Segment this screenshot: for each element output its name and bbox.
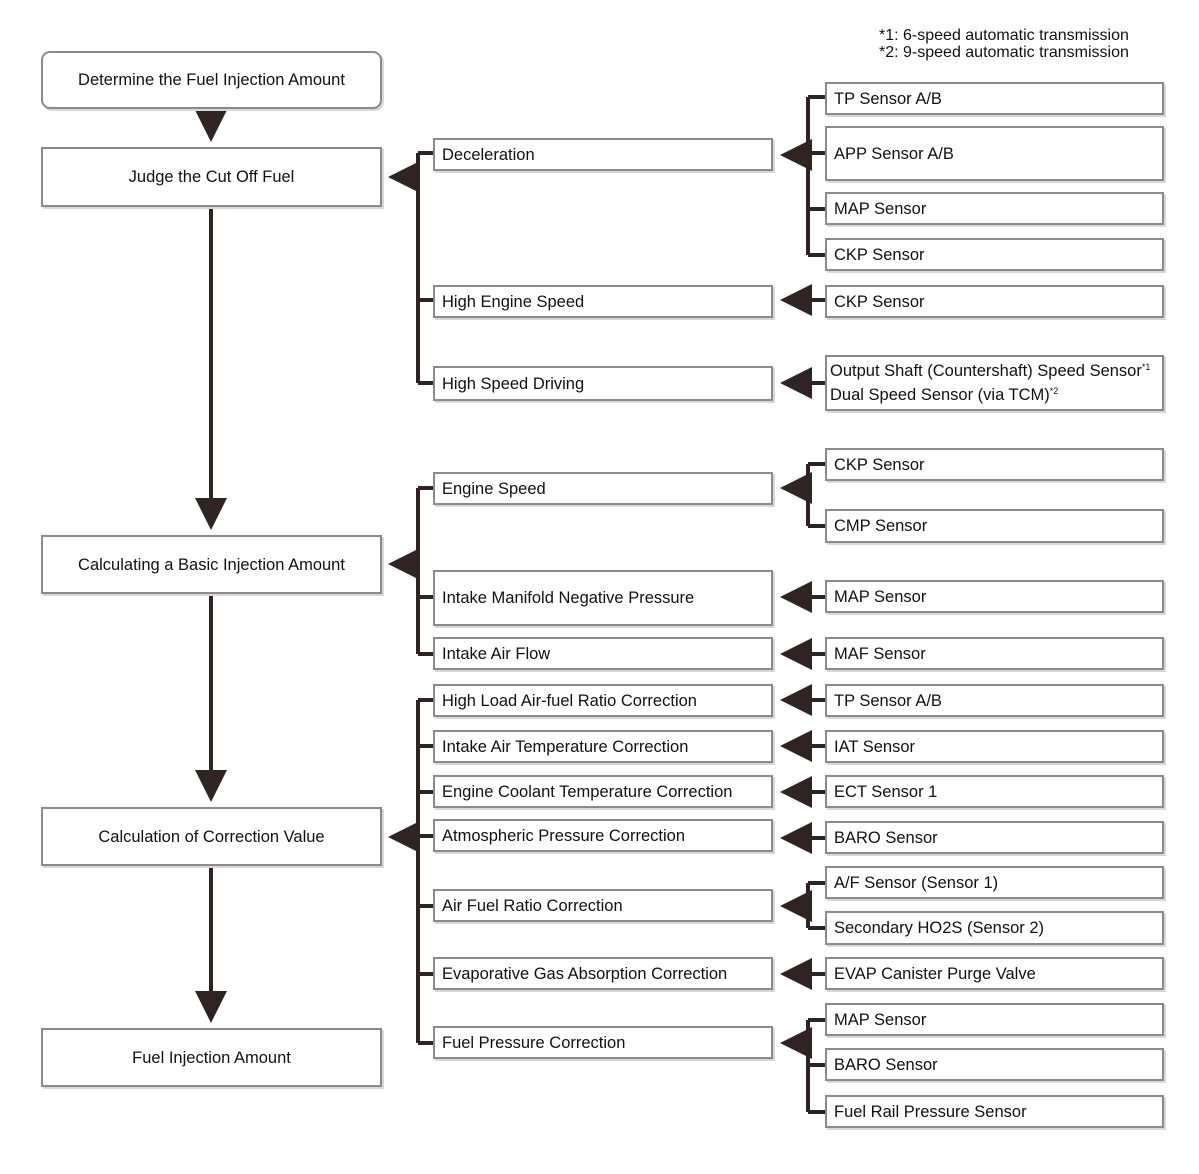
condition-engine-speed: Engine Speed: [433, 472, 773, 505]
sensor-secondary-ho2s: Secondary HO2S (Sensor 2): [825, 911, 1164, 945]
sensor-maf: MAF Sensor: [825, 637, 1164, 670]
condition-high-engine-speed: High Engine Speed: [433, 285, 773, 318]
sensor-manifold-map: MAP Sensor: [825, 580, 1164, 613]
condition-evaporative-gas: Evaporative Gas Absorption Correction: [433, 957, 773, 990]
step-judge-cut-off: Judge the Cut Off Fuel: [41, 147, 382, 207]
sensor-evap-purge-valve: EVAP Canister Purge Valve: [825, 957, 1164, 990]
sensor-engine-speed-cmp: CMP Sensor: [825, 509, 1164, 543]
footnote-ref-1: *1: [1141, 362, 1151, 372]
sensor-iat: IAT Sensor: [825, 730, 1164, 763]
condition-intake-manifold-pressure: Intake Manifold Negative Pressure: [433, 570, 773, 626]
condition-intake-air-temperature: Intake Air Temperature Correction: [433, 730, 773, 763]
step-determine-amount: Determine the Fuel Injection Amount: [41, 51, 382, 109]
sensor-ect: ECT Sensor 1: [825, 775, 1164, 808]
sensor-high-load-tp: TP Sensor A/B: [825, 684, 1164, 717]
condition-fuel-pressure: Fuel Pressure Correction: [433, 1026, 773, 1059]
condition-coolant-temperature: Engine Coolant Temperature Correction: [433, 775, 773, 808]
sensor-dual-speed-line: Dual Speed Sensor (via TCM)*2: [830, 383, 1058, 407]
condition-high-speed-driving: High Speed Driving: [433, 366, 773, 401]
sensor-decel-ckp: CKP Sensor: [825, 238, 1164, 271]
sensor-high-speed-driving: Output Shaft (Countershaft) Speed Sensor…: [825, 355, 1164, 411]
sensor-output-shaft: Output Shaft (Countershaft) Speed Sensor: [830, 362, 1142, 380]
sensor-high-engine-speed-ckp: CKP Sensor: [825, 285, 1164, 318]
condition-deceleration: Deceleration: [433, 138, 773, 171]
sensor-dual-speed: Dual Speed Sensor (via TCM): [830, 386, 1050, 404]
sensor-decel-app: APP Sensor A/B: [825, 126, 1164, 181]
sensor-af-sensor-1: A/F Sensor (Sensor 1): [825, 866, 1164, 899]
step-basic-amount: Calculating a Basic Injection Amount: [41, 535, 382, 594]
condition-air-fuel-ratio: Air Fuel Ratio Correction: [433, 889, 773, 922]
footnotes: *1: 6-speed automatic transmission *2: 9…: [879, 27, 1129, 61]
condition-atmospheric-pressure: Atmospheric Pressure Correction: [433, 819, 773, 852]
sensor-output-shaft-line: Output Shaft (Countershaft) Speed Sensor…: [830, 359, 1150, 383]
sensor-fuel-pressure-map: MAP Sensor: [825, 1003, 1164, 1036]
footnote-2: *2: 9-speed automatic transmission: [879, 44, 1129, 61]
sensor-fuel-rail-pressure: Fuel Rail Pressure Sensor: [825, 1095, 1164, 1128]
sensor-decel-tp: TP Sensor A/B: [825, 82, 1164, 115]
condition-intake-air-flow: Intake Air Flow: [433, 637, 773, 670]
sensor-baro: BARO Sensor: [825, 821, 1164, 854]
footnote-ref-2: *2: [1049, 386, 1059, 396]
step-correction-value: Calculation of Correction Value: [41, 807, 382, 866]
footnote-1: *1: 6-speed automatic transmission: [879, 27, 1129, 44]
step-fuel-injection-amount: Fuel Injection Amount: [41, 1028, 382, 1087]
sensor-engine-speed-ckp: CKP Sensor: [825, 448, 1164, 481]
condition-high-load-afr: High Load Air-fuel Ratio Correction: [433, 684, 773, 717]
sensor-decel-map: MAP Sensor: [825, 192, 1164, 225]
sensor-fuel-pressure-baro: BARO Sensor: [825, 1048, 1164, 1081]
